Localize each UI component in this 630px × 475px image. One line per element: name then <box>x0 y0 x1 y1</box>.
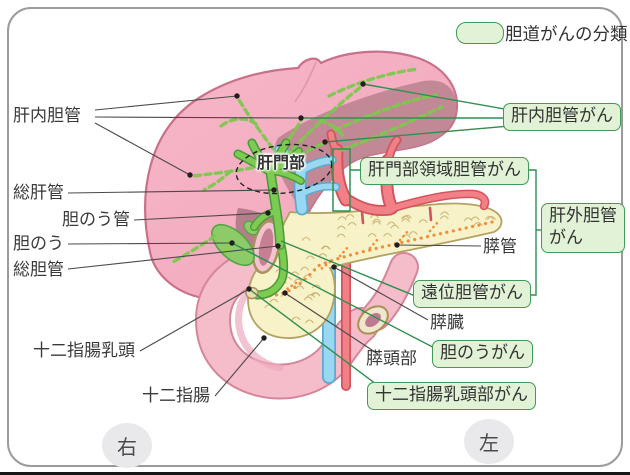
box-distal-cholangiocarcinoma: 遠位胆管がん <box>413 280 531 309</box>
label-pancreas: 膵臓 <box>430 313 464 333</box>
label-cystic-duct: 胆のう管 <box>62 210 130 230</box>
label-leader-lines <box>67 95 482 397</box>
bottom-rule <box>0 472 630 475</box>
box-gallbladder-cancer: 胆のうがん <box>432 340 533 369</box>
leader-dots <box>187 81 400 341</box>
legend-title: 胆道がんの分類 <box>505 25 628 45</box>
label-duodenum: 十二指腸 <box>142 386 210 406</box>
orientation-left: 左 <box>464 419 514 464</box>
intrahepatic-ducts-dashed <box>171 67 444 264</box>
duodenum-cut-end <box>357 305 389 335</box>
orientation-right: 右 <box>102 423 152 468</box>
duodenum-inner-shade <box>235 282 284 372</box>
liver-fissure <box>294 61 317 103</box>
box-extrahepatic-cholangiocarcinoma: 肝外胆管がん <box>541 203 625 254</box>
label-gallbladder: 胆のう <box>13 234 64 254</box>
label-common-bile-duct: 総胆管 <box>13 260 64 280</box>
cancer-leader-lines <box>231 83 542 388</box>
box-papilla-cancer: 十二指腸乳頭部がん <box>367 382 536 411</box>
distal-bile-duct <box>252 236 289 300</box>
pancreas-shape <box>247 202 503 339</box>
pancreatic-duct-line <box>258 220 494 298</box>
pancreas-lobule-texture <box>264 211 496 324</box>
label-duodenal-papilla: 十二指腸乳頭 <box>33 341 135 361</box>
label-common-hepatic-duct: 総肝管 <box>13 183 64 203</box>
label-hepatic-hilum: 肝門部 <box>257 153 306 172</box>
label-pancreatic-duct: 膵管 <box>483 237 517 257</box>
hilum-region-bracket <box>332 148 351 212</box>
legend-box-sample <box>456 22 504 44</box>
bile-duct-tree <box>233 138 305 250</box>
box-intrahepatic-cholangiocarcinoma: 肝内胆管がん <box>503 103 621 132</box>
label-pancreatic-head: 膵頭部 <box>366 349 417 369</box>
hilum-dashed-outline <box>235 143 333 195</box>
box-perihilar-cholangiocarcinoma: 肝門部領域胆管がん <box>360 157 529 186</box>
label-intrahepatic-bile-duct: 肝内胆管 <box>13 106 81 126</box>
liver-visceral-surface <box>274 80 456 216</box>
